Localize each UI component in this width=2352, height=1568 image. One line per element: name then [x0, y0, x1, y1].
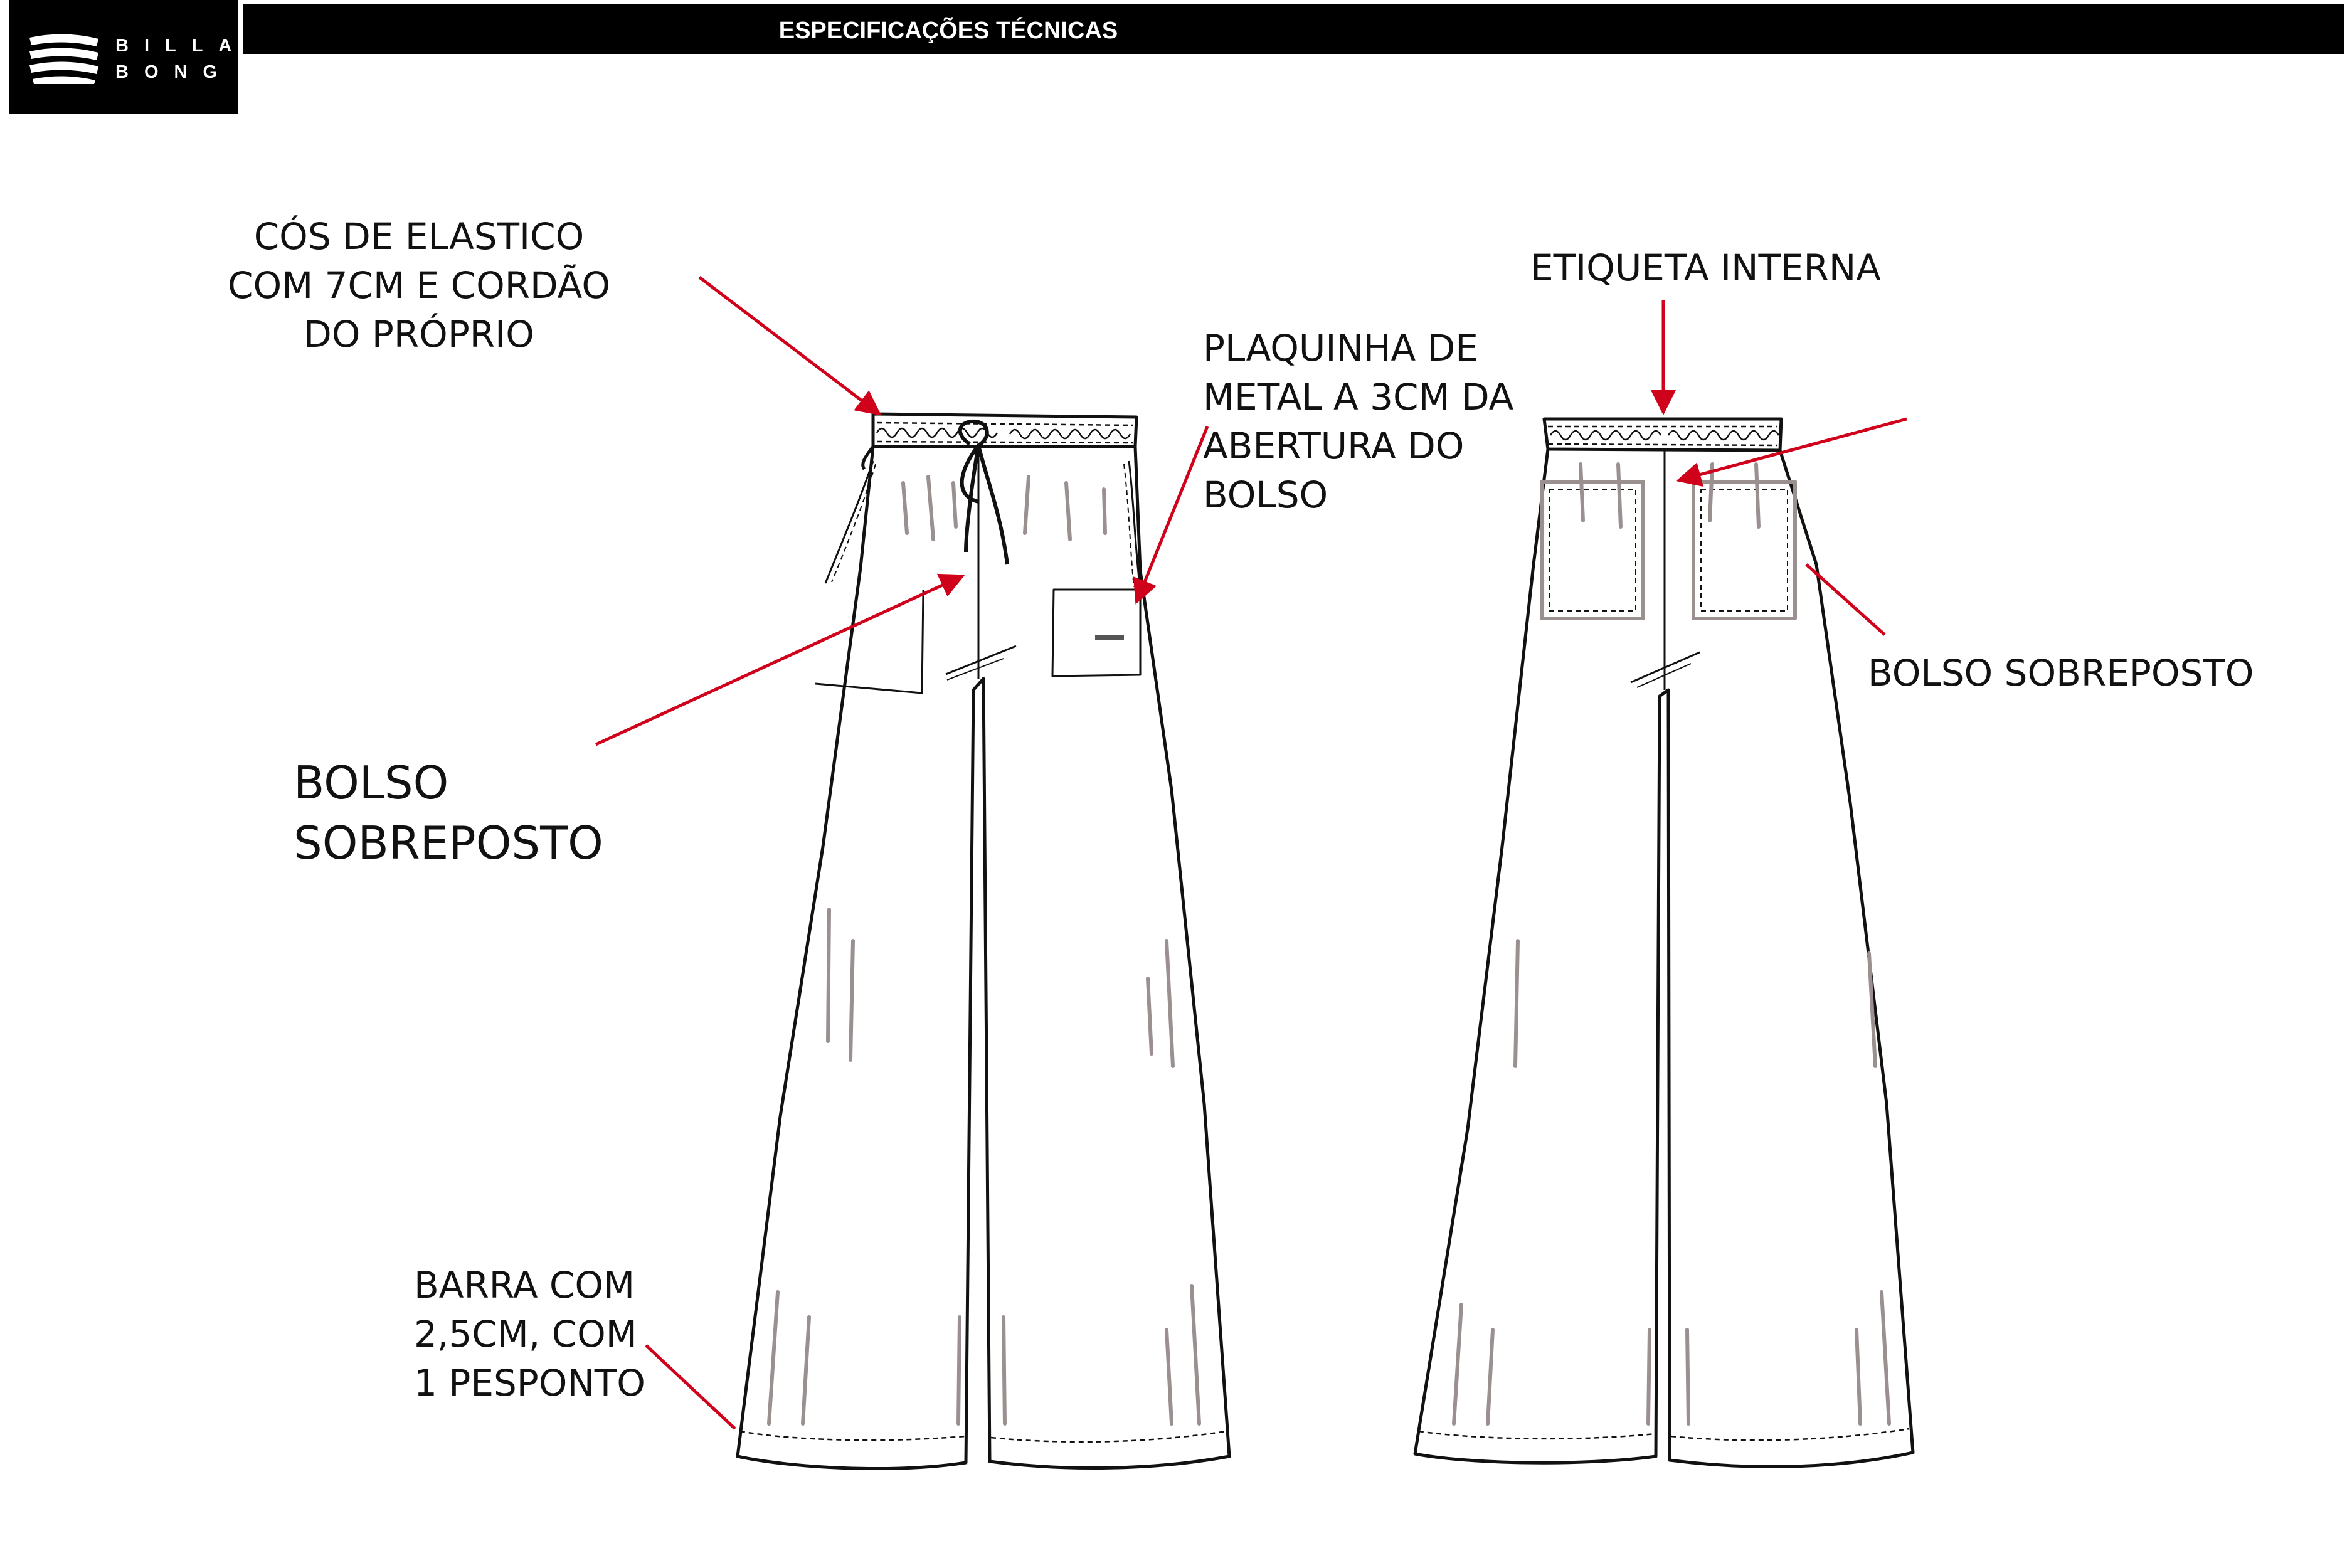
- back-pants-outline: [1413, 448, 1915, 1468]
- brand-logo: BILLA BONG: [9, 0, 238, 114]
- front-pants-sketch: [736, 412, 1231, 1470]
- front-right-patch-pocket: [1051, 588, 1142, 677]
- logo-wordmark: BILLA BONG: [115, 33, 247, 85]
- callout-front-pocket: BOLSO SOBREPOSTO: [294, 756, 603, 869]
- callout-hem: BARRA COM 2,5CM, COM 1 PESPONTO: [414, 1264, 645, 1404]
- front-pants-outline: [736, 446, 1231, 1470]
- arrow-inner-label-2: [1676, 417, 1907, 487]
- back-fold-shading: [1452, 462, 1891, 1426]
- callout-waistband: CÓS DE ELASTICO COM 7CM E CORDÃO DO PRÓP…: [228, 215, 610, 356]
- front-left-patch-pocket: [815, 589, 924, 694]
- logo-line-1: BILLA: [115, 36, 248, 56]
- callout-inner-label: ETIQUETA INTERNA: [1530, 246, 1881, 289]
- back-right-patch-pocket: [1692, 480, 1797, 620]
- logo-line-2: BONG: [115, 62, 233, 82]
- arrow-metal-plate: [1133, 426, 1209, 605]
- drawstring: [958, 419, 1009, 565]
- callout-metal-plate: PLAQUINHA DE METAL A 3CM DA ABERTURA DO …: [1203, 327, 1514, 516]
- arrow-front-pocket: [595, 573, 965, 746]
- page-title: ESPECIFICAÇÕES TÉCNICAS: [243, 4, 2344, 54]
- front-fold-shading: [767, 475, 1201, 1426]
- annotation-arrows: [595, 276, 1907, 1430]
- back-pants-sketch: [1413, 417, 1915, 1468]
- arrow-back-pocket: [1805, 563, 1886, 636]
- arrow-waistband: [698, 276, 882, 416]
- wave-logo-icon: [29, 34, 98, 84]
- arrow-hem: [645, 1344, 736, 1430]
- metal-plate: [1095, 635, 1124, 640]
- back-left-patch-pocket: [1540, 480, 1645, 620]
- callout-back-pocket: BOLSO SOBREPOSTO: [1868, 652, 2254, 694]
